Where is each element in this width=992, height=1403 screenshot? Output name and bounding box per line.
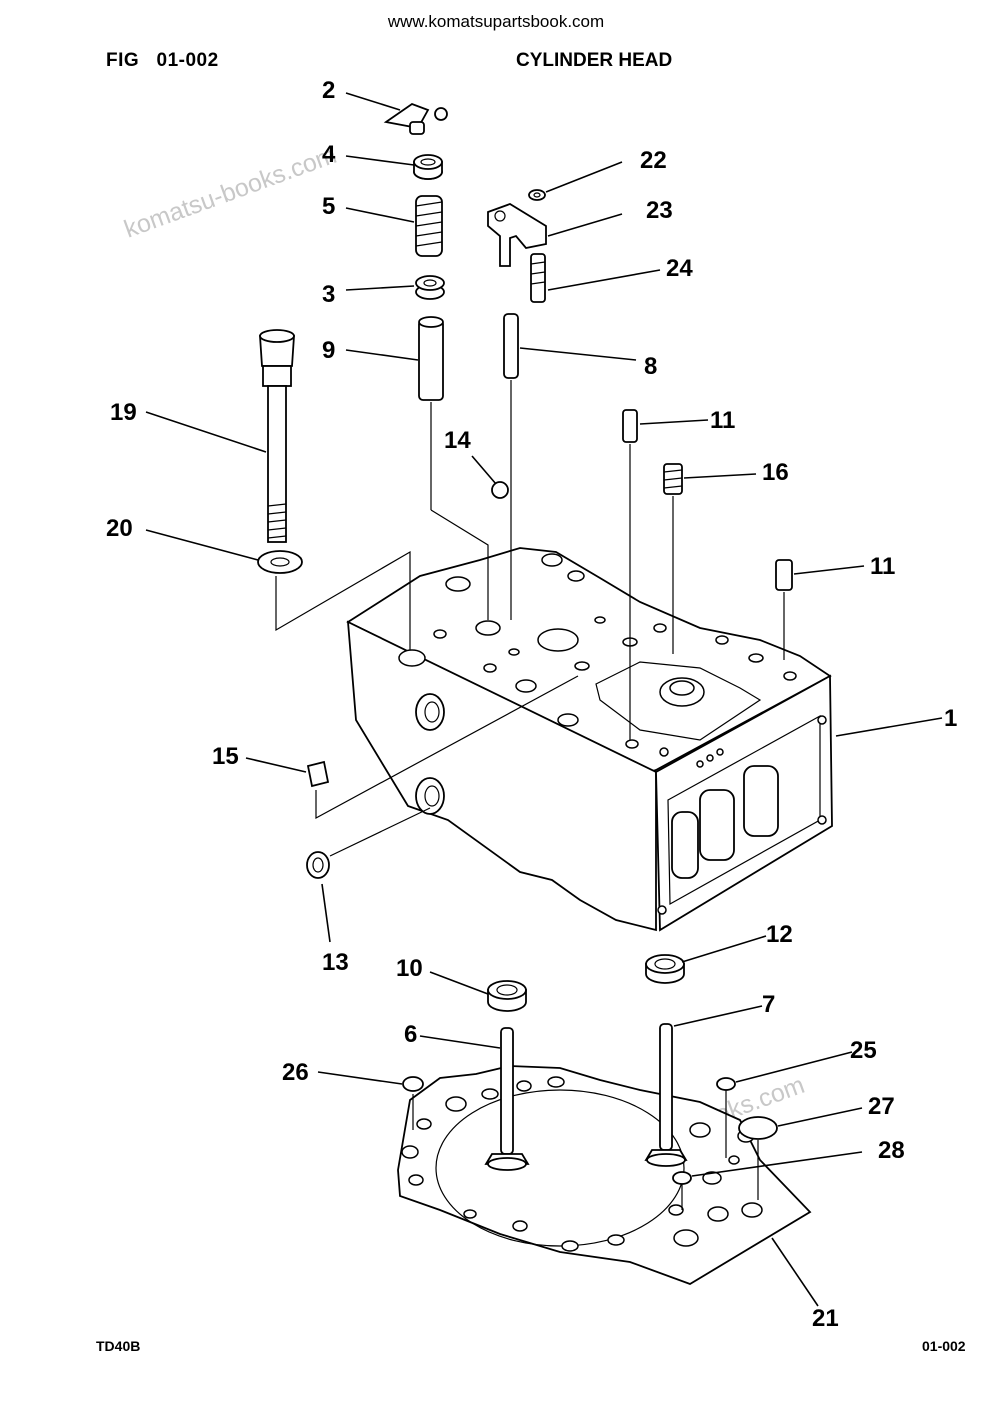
leader-lines — [145, 92, 943, 1307]
callout-21: 21 — [812, 1305, 839, 1332]
figure-label: FIG — [106, 50, 140, 71]
part-4-spring-retainer — [413, 154, 443, 180]
callout-22: 25 — [850, 1037, 877, 1064]
website-url: www.komatsupartsbook.com — [387, 12, 605, 31]
figure-number: FIG 01-002 — [106, 50, 219, 72]
callout-14: 14 — [444, 427, 471, 454]
callout-10: 10 — [396, 955, 423, 982]
part-1-cylinder-head — [346, 547, 833, 932]
part-3-spring-seat — [415, 275, 445, 300]
callout-16: 16 — [762, 459, 789, 486]
callout-labels: 2 4 5 3 9 22 23 24 8 11 16 11 19 14 20 1… — [106, 77, 957, 1332]
callout-4: 4 — [322, 141, 336, 168]
part-14-ball — [491, 481, 509, 499]
part-28-adjusting-screw — [530, 253, 546, 303]
part-20-washer — [257, 550, 303, 574]
callout-3: 3 — [322, 281, 335, 308]
part-25-o-ring — [672, 1171, 692, 1185]
callout-13: 13 — [322, 949, 349, 976]
callout-2: 2 — [322, 77, 335, 104]
page-title: CYLINDER HEAD — [516, 50, 673, 71]
part-2-collet — [383, 102, 448, 135]
callout-28: 24 — [666, 255, 693, 282]
part-6-intake-valve — [484, 1027, 530, 1171]
part-5-valve-spring — [415, 195, 443, 257]
callout-8: 8 — [644, 353, 657, 380]
part-11-dowel-b — [775, 559, 793, 591]
part-9-valve-guide — [418, 316, 444, 401]
figure-code: 01-002 — [156, 50, 219, 71]
part-15-plug — [306, 760, 330, 788]
part-7-exhaust-valve — [644, 1023, 688, 1167]
part-24-o-ring — [738, 1116, 778, 1140]
callout-15: 15 — [212, 743, 239, 770]
callout-23: 26 — [282, 1059, 309, 1086]
callout-6: 6 — [404, 1021, 417, 1048]
callout-20: 20 — [106, 515, 133, 542]
callout-27: 23 — [646, 197, 673, 224]
part-27-rocker-arm — [487, 203, 547, 267]
part-23-o-ring — [402, 1076, 424, 1092]
callout-11b: 11 — [870, 553, 895, 580]
callout-12: 12 — [766, 921, 793, 948]
callout-26: 22 — [640, 147, 667, 174]
callout-19: 19 — [110, 399, 137, 426]
part-22-o-ring — [716, 1077, 736, 1091]
callout-9: 9 — [322, 337, 335, 364]
callout-24: 27 — [868, 1093, 895, 1120]
callout-1: 1 — [944, 705, 957, 732]
part-12-valve-seat — [645, 954, 685, 984]
page-code: 01-002 — [922, 1338, 966, 1354]
part-13-seal-ring — [306, 851, 330, 879]
part-8-push-rod — [503, 313, 519, 379]
part-11-dowel-a — [622, 409, 638, 443]
part-26-nut — [528, 189, 546, 201]
callout-25: 28 — [878, 1137, 905, 1164]
watermark-1: komatsu-books.com — [120, 141, 340, 244]
model-code: TD40B — [96, 1338, 141, 1354]
part-16-plug — [663, 463, 683, 495]
callout-11a: 11 — [710, 407, 735, 434]
part-19-head-bolt — [259, 329, 295, 543]
callout-7: 7 — [762, 991, 775, 1018]
part-10-valve-seat — [487, 980, 527, 1012]
callout-5: 5 — [322, 193, 335, 220]
